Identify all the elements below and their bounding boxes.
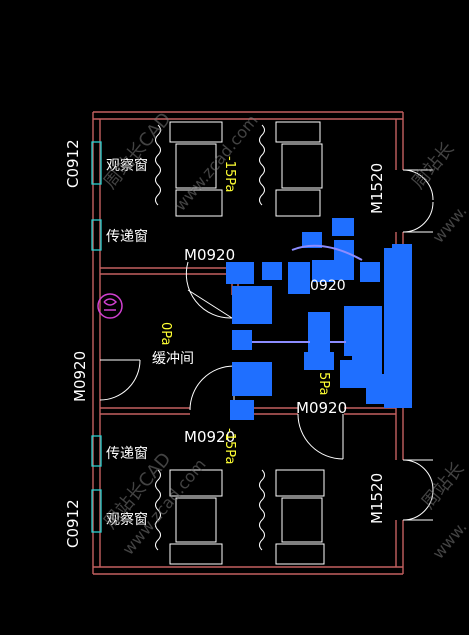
label-pressure-mid: 5Pa [316, 372, 331, 396]
label-observe-bottom: 观察窗 [106, 511, 148, 528]
label-m0920-upper: M0920 [184, 246, 235, 264]
label-m1520-bottom: M1520 [368, 473, 386, 524]
watermark-text: www. [429, 518, 469, 563]
label-buffer-room: 缓冲间 [152, 351, 194, 367]
watermark: 周站长CAD www.zcad.com 周站长 www. 周站长CAD www.… [100, 109, 469, 563]
label-m1520-top: M1520 [368, 163, 386, 214]
watermark-text: www.zcad.com [171, 111, 262, 215]
label-0920-fragment: 0920 [310, 278, 346, 294]
label-m0920-lower: M0920 [184, 428, 235, 446]
selection-overlay [226, 218, 412, 420]
label-c0912-top: C0912 [64, 139, 82, 188]
watermark-text: www. [429, 202, 469, 247]
left-wall-windows [91, 141, 102, 533]
label-c0912-bottom: C0912 [64, 499, 82, 548]
walls [92, 111, 404, 575]
label-pressure-bottom: -15Pa [222, 428, 237, 464]
label-observe-top: 观察窗 [106, 157, 148, 174]
label-pressure-top: -15Pa [222, 156, 237, 192]
label-m0920-left: M0920 [71, 351, 89, 402]
label-m0920-right: M0920 [296, 399, 347, 417]
equipment-top [155, 121, 323, 217]
sink-symbol [97, 293, 123, 319]
watermark-text: 周站长 [418, 458, 469, 513]
watermark-text: 周站长CAD [100, 109, 176, 194]
labels: C0912 C0912 M0920 M1520 M1520 观察窗 观察窗 传递… [64, 139, 386, 548]
overlay-connector [252, 244, 363, 343]
label-pressure-zero: 0Pa [158, 322, 173, 346]
label-pass-top: 传递窗 [106, 228, 148, 245]
watermark-text: 周站长 [408, 138, 459, 193]
label-pass-bottom: 传递窗 [106, 445, 148, 462]
equipment-bottom [155, 469, 325, 565]
door-swings [99, 169, 434, 521]
